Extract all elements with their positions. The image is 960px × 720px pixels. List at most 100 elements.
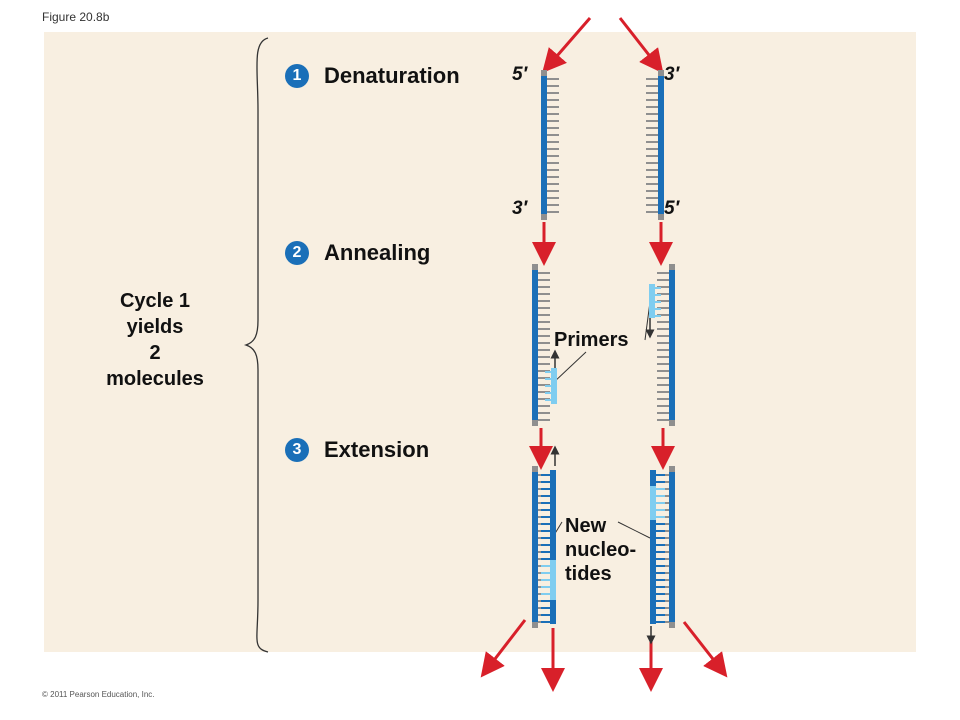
template-strand-left-annealing-base [538, 293, 550, 295]
new-strand-right-base [656, 537, 665, 539]
template-strand-right-annealing-base [657, 272, 669, 274]
template-strand-left-base [547, 155, 559, 157]
new-strand-right-base [656, 530, 665, 532]
template-strand-right-annealing-base [657, 377, 669, 379]
primer-left [551, 368, 557, 404]
template-strand-right-annealing-base [657, 335, 669, 337]
new-strand-right-base [656, 572, 665, 574]
template-strand-right-base [646, 127, 658, 129]
new-strand-left-base [541, 614, 550, 616]
new-strand-right-base [656, 495, 665, 497]
new-strand-left-base [541, 621, 550, 623]
template-strand-right [658, 74, 664, 216]
primer-segment-left [550, 560, 556, 600]
template-strand-left-annealing-base [538, 377, 550, 379]
primer-left-base [545, 385, 551, 387]
new-strand-left-base [541, 509, 550, 511]
template-strand-right-base [646, 113, 658, 115]
template-strand-left-annealing-base [538, 391, 550, 393]
new-strand-left-base [541, 481, 550, 483]
copyright-notice: © 2011 Pearson Education, Inc. [42, 690, 155, 699]
step-name: Annealing [324, 240, 431, 265]
new-strand-left-base [541, 586, 550, 588]
new-strand-right-base [656, 593, 665, 595]
output-arrow-1 [480, 619, 527, 678]
new-strand-left-base [541, 593, 550, 595]
strand-end-right-bottom: 5′ [664, 198, 680, 219]
template-strand-right-annealing-base [657, 412, 669, 414]
primers-leader-left [552, 351, 587, 384]
template-strand-left-annealing-base [538, 300, 550, 302]
template-strand-left-base [547, 85, 559, 87]
new-strand-right-base [656, 474, 665, 476]
new-strand-right-base [656, 516, 665, 518]
new-strand-right-base [656, 558, 665, 560]
new-strand-left-base [541, 530, 550, 532]
diagram-panel [44, 32, 916, 652]
step-number-badge: 1 [285, 64, 309, 88]
template-strand-left-base [547, 141, 559, 143]
new-nucleotides-label: New nucleo- tides [565, 514, 636, 586]
template-strand-right-annealing-base [657, 321, 669, 323]
primer-right-base [655, 287, 661, 289]
template-strand-right-extension-cap-top [669, 466, 675, 472]
template-strand-left-annealing-base [538, 363, 550, 365]
template-strand-right-base [646, 78, 658, 80]
cycle-brace [243, 37, 269, 653]
template-strand-left-base [547, 92, 559, 94]
template-strand-left-extension [532, 470, 538, 624]
new-strand-right-base [656, 488, 665, 490]
template-strand-right-annealing-cap-top [669, 264, 675, 270]
template-strand-left-base [547, 113, 559, 115]
template-strand-right-annealing-base [657, 342, 669, 344]
template-strand-right-base [646, 183, 658, 185]
template-strand-left-annealing-base [538, 398, 550, 400]
template-strand-right-annealing-base [657, 279, 669, 281]
new-strand-left-base [541, 544, 550, 546]
new-strand-right [650, 470, 656, 624]
step-name: Extension [324, 437, 430, 462]
new-strand-right-base [656, 551, 665, 553]
template-strand-left-annealing-base [538, 272, 550, 274]
primers-label: Primers [554, 329, 629, 351]
step-number-badge: 2 [285, 241, 309, 265]
template-strand-right-base [646, 211, 658, 213]
template-strand-left-base [547, 78, 559, 80]
strand-end-right-top: 3′ [664, 64, 680, 85]
step-annealing: 2 Annealing [285, 240, 430, 266]
new-strand-right-base [656, 607, 665, 609]
template-strand-left-annealing-base [538, 307, 550, 309]
template-strand-right-base [646, 106, 658, 108]
template-strand-left-extension-cap-bottom [532, 622, 538, 628]
template-strand-right-cap-top [658, 70, 664, 76]
new-strand-right-base [656, 565, 665, 567]
template-strand-left-base [547, 190, 559, 192]
new-strand-left-base [541, 537, 550, 539]
new-strand-right-base [656, 621, 665, 623]
template-strand-right-annealing [669, 268, 675, 422]
template-strand-left-base [547, 183, 559, 185]
template-strand-left-base [547, 134, 559, 136]
template-strand-right-annealing-base [657, 349, 669, 351]
cycle-line-2: yields [126, 316, 184, 338]
new-strand-right-base [656, 481, 665, 483]
template-strand-right-annealing-base [657, 300, 669, 302]
template-strand-left-annealing-base [538, 321, 550, 323]
template-strand-left-annealing-cap-bottom [532, 420, 538, 426]
template-strand-left-base [547, 204, 559, 206]
cycle-line-4: molecules [106, 368, 204, 390]
template-strand-left-annealing-cap-top [532, 264, 538, 270]
template-strand-left-annealing [532, 268, 538, 422]
template-strand-left-annealing-base [538, 356, 550, 358]
step-denaturation: 1 Denaturation [285, 63, 460, 89]
template-strand-right-base [646, 162, 658, 164]
template-strand-right-base [646, 134, 658, 136]
template-strand-left-base [547, 99, 559, 101]
template-strand-right-annealing-base [657, 370, 669, 372]
template-strand-left-base [547, 106, 559, 108]
new-strand-left-base [541, 607, 550, 609]
template-strand-left-base [547, 197, 559, 199]
primer-left-base [545, 392, 551, 394]
template-strand-left-base [547, 176, 559, 178]
input-arrow-right [618, 17, 664, 74]
